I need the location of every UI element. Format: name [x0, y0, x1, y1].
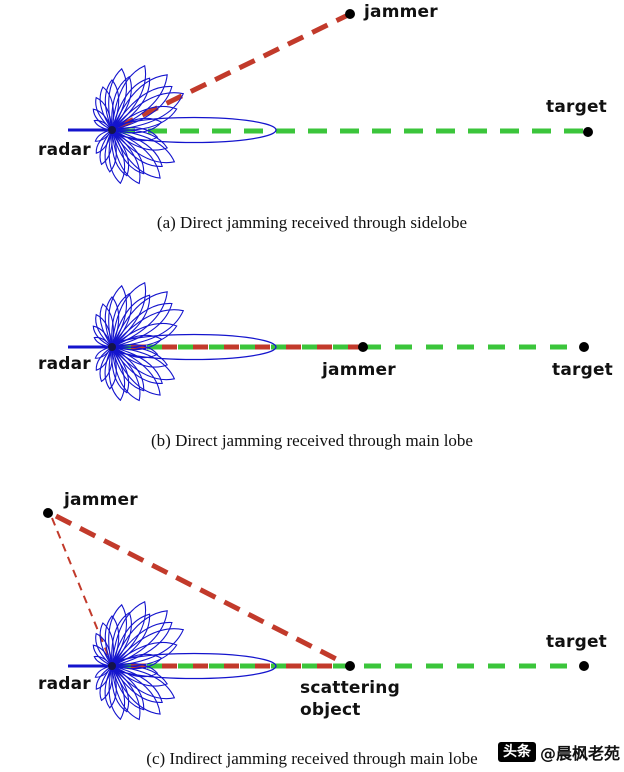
target-label: target: [546, 632, 608, 652]
panel-a-canvas: radar jammer target: [0, 0, 624, 208]
panel-b-canvas: radar jammer target: [0, 240, 624, 422]
target-label: target: [552, 360, 614, 380]
panel-c-canvas: jammer radar target scattering object: [0, 460, 624, 738]
diagram-mainlobe-jamming: [68, 282, 589, 402]
scattering-object-label-line1: scattering: [300, 678, 400, 698]
watermark-author: @晨枫老苑: [539, 744, 620, 763]
diagram-sidelobe-jamming: [68, 9, 593, 185]
panel-b: radar jammer target (b) Direct jamming r…: [0, 240, 624, 460]
radar-label: radar: [38, 354, 91, 374]
scattering-object-label-line2: object: [300, 700, 361, 720]
radar-label: radar: [38, 674, 91, 694]
caption-a: (a) Direct jamming received through side…: [156, 213, 468, 232]
jammer-label: jammer: [322, 360, 396, 380]
panel-a: radar jammer target (a) Direct jamming r…: [0, 0, 624, 240]
diagram-indirect-jamming: [43, 508, 589, 721]
radar-label: radar: [38, 140, 91, 160]
watermark: 头条 @晨枫老苑: [497, 740, 620, 764]
caption-b: (b) Direct jamming received through main…: [151, 431, 473, 450]
target-label: target: [546, 97, 608, 117]
jammer-label: jammer: [64, 490, 138, 510]
toutiao-badge: 头条: [497, 742, 536, 762]
jammer-label: jammer: [364, 2, 438, 22]
caption-c: (c) Indirect jamming received through ma…: [146, 749, 478, 768]
panel-c: jammer radar target scattering object (c…: [0, 460, 624, 772]
